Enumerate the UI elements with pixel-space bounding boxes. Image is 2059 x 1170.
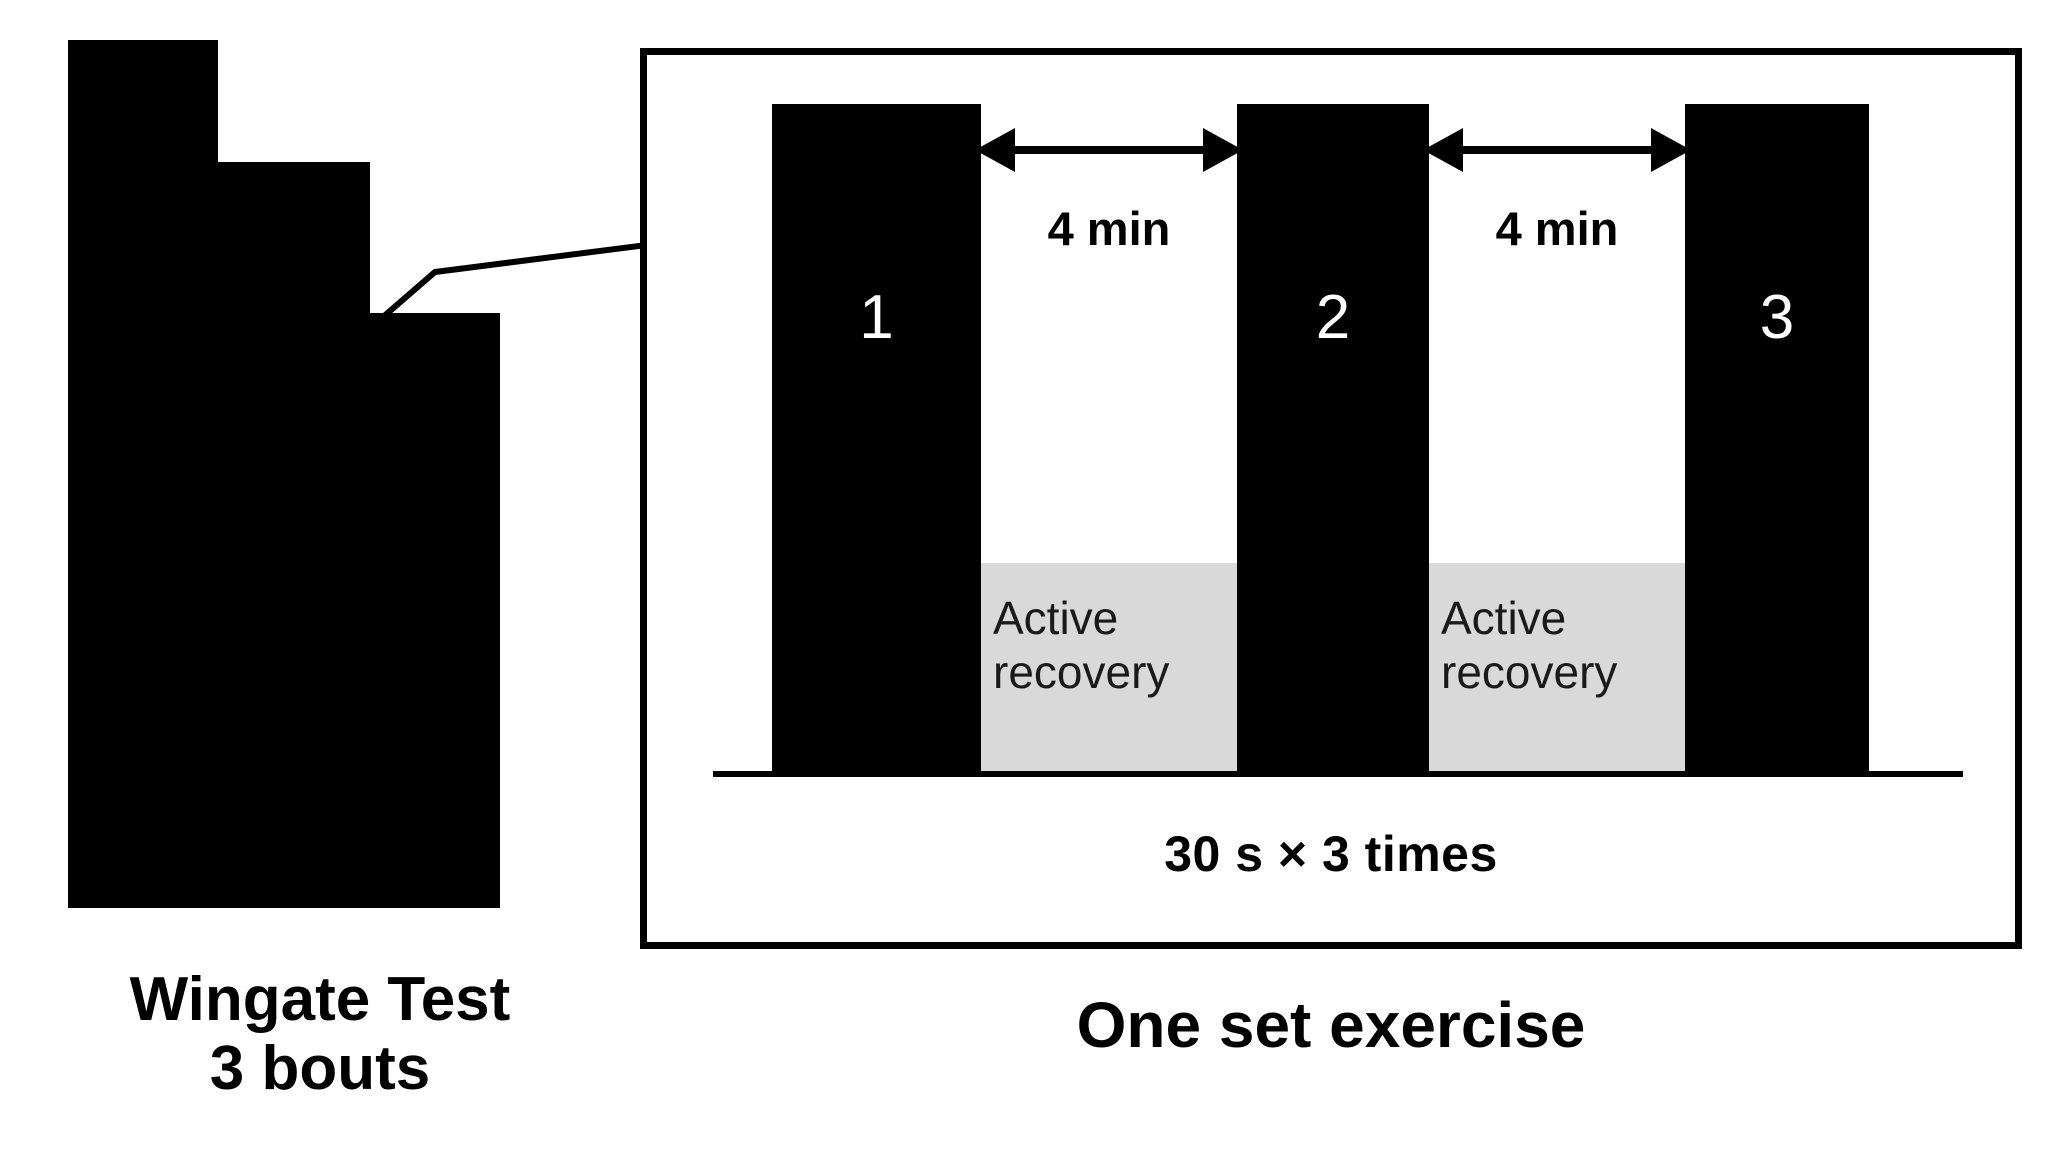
wingate-staircase <box>0 0 520 930</box>
staircase-step-1 <box>68 40 218 908</box>
bout-bar-label: 3 <box>1759 283 1795 352</box>
wingate-caption-line1: Wingate Test <box>129 965 511 1034</box>
one-set-exercise-caption: One set exercise <box>1076 989 1586 1061</box>
bout-bar-2: 2 <box>1237 104 1429 772</box>
active-recovery-line1: Active <box>993 592 1119 644</box>
active-recovery-line2: recovery <box>993 646 1170 699</box>
duration-note: 30 s × 3 times <box>1164 826 1498 882</box>
double-arrow-icon-1 <box>975 128 1243 172</box>
double-arrow-icon-2 <box>1423 128 1691 172</box>
bout-bar-label: 1 <box>859 283 894 352</box>
active-recovery-block-2: Active recovery <box>1429 563 1685 772</box>
bout-bar-3: 3 <box>1685 104 1869 772</box>
staircase-step-3 <box>370 313 500 908</box>
wingate-caption-line2: 3 bouts <box>209 1034 431 1104</box>
baseline-axis <box>713 771 1963 777</box>
active-recovery-line1: Active <box>1441 592 1567 644</box>
bout-bar-1: 1 <box>772 104 981 772</box>
active-recovery-line2: recovery <box>1441 646 1618 699</box>
interval-label-2: 4 min <box>1495 202 1619 255</box>
wingate-caption: Wingate Test 3 bouts <box>20 965 620 1104</box>
interval-label-1: 4 min <box>1047 202 1171 255</box>
bout-bar-label: 2 <box>1315 283 1351 352</box>
active-recovery-block-1: Active recovery <box>981 563 1237 772</box>
staircase-step-2 <box>218 162 370 908</box>
one-set-exercise-panel: Active recovery Active recovery 1 2 3 <box>640 48 2022 949</box>
